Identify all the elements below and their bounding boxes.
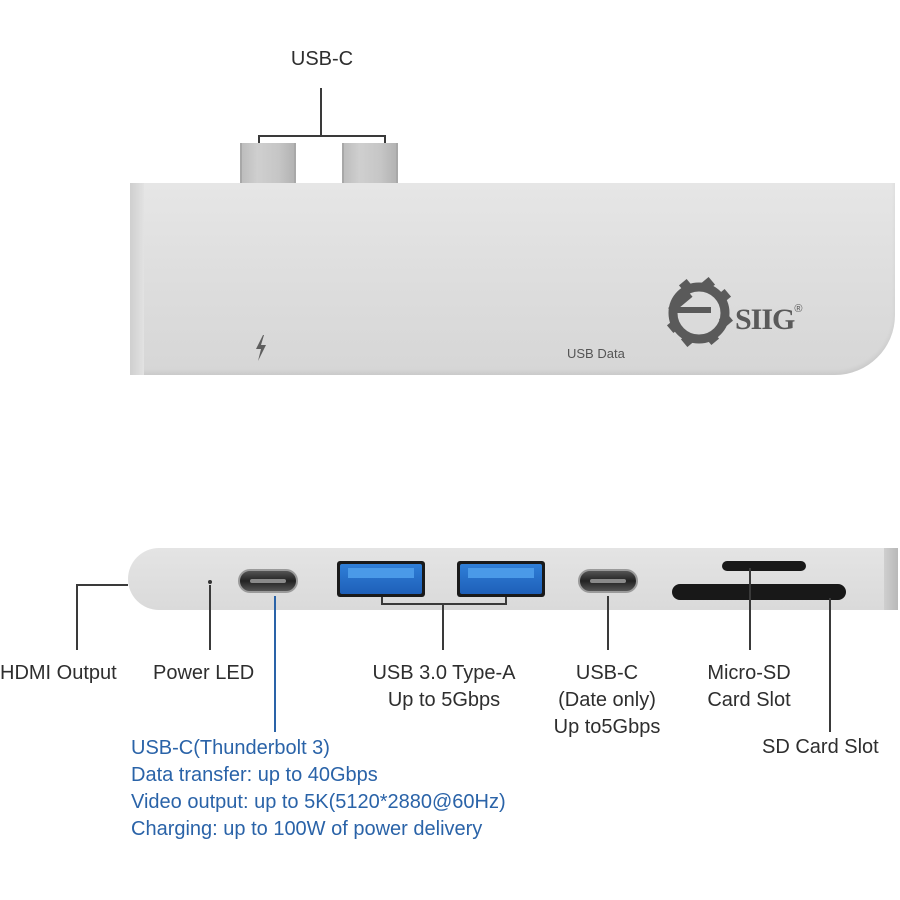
thunderbolt-charging: Charging: up to 100W of power delivery — [131, 818, 483, 840]
usb-a-label-line2: Up to 5Gbps — [387, 689, 501, 711]
hub-side-end-cap — [884, 548, 898, 610]
usb-a-callout-bracket — [381, 603, 507, 605]
usb-c-data-label-line3: Up to5Gbps — [553, 716, 661, 738]
top-callout-tick-right — [384, 135, 386, 143]
top-callout-tick-left — [258, 135, 260, 143]
registered-mark: ® — [794, 303, 803, 315]
usb-a-callout-stem — [442, 603, 444, 650]
thunderbolt-title: USB-C(Thunderbolt 3) — [131, 737, 330, 759]
usb-a-label-line1: USB 3.0 Type-A — [372, 662, 516, 684]
thunderbolt-description: USB-C(Thunderbolt 3) Data transfer: up t… — [131, 735, 506, 843]
top-usb-c-plug-1 — [240, 143, 296, 185]
top-usb-c-label: USB-C — [290, 48, 354, 70]
top-callout-bracket — [258, 135, 386, 137]
brand-name: SIIG — [735, 303, 795, 336]
thunderbolt-data-transfer: Data transfer: up to 40Gbps — [131, 764, 378, 786]
usb-data-label: USB Data — [567, 346, 625, 361]
power-led-indicator — [208, 580, 212, 584]
micro-sd-callout-line — [749, 568, 751, 650]
usb-a-label: USB 3.0 Type-A Up to 5Gbps — [330, 660, 558, 714]
thunderbolt-video-output: Video output: up to 5K(5120*2880@60Hz) — [131, 791, 506, 813]
top-callout-stem — [320, 88, 322, 136]
top-usb-c-plug-2 — [342, 143, 398, 185]
usb-a-port-2[interactable] — [457, 561, 545, 597]
thunderbolt-callout-line — [274, 596, 276, 732]
usb-c-data-callout-line — [607, 596, 609, 650]
power-led-label: Power LED — [153, 662, 255, 684]
usb-c-data-label-line2: (Date only) — [558, 689, 656, 711]
micro-sd-label: Micro-SD Card Slot — [690, 660, 808, 714]
lightning-bolt-icon — [256, 335, 266, 361]
usb-c-data-label-line1: USB-C — [575, 662, 639, 684]
sd-card-slot[interactable] — [672, 584, 846, 600]
hdmi-callout-horizontal — [76, 584, 128, 586]
sd-callout-line — [829, 598, 831, 732]
hdmi-output-label: HDMI Output — [0, 662, 117, 684]
micro-sd-label-line2: Card Slot — [707, 689, 791, 711]
usb-c-data-label: USB-C (Date only) Up to5Gbps — [537, 660, 677, 741]
hub-top-body: USB Data SIIG® — [130, 183, 895, 375]
brand-logo: SIIG® — [735, 303, 802, 337]
sd-card-slot-label: SD Card Slot — [762, 736, 879, 758]
power-led-callout-line — [209, 585, 211, 650]
hdmi-callout-vertical — [76, 584, 78, 650]
siig-gear-logo-icon — [666, 276, 733, 347]
thunderbolt-usb-c-port[interactable] — [238, 569, 298, 593]
usb-a-callout-tick-right — [505, 597, 507, 605]
micro-sd-slot[interactable] — [722, 561, 806, 571]
usb-a-port-1[interactable] — [337, 561, 425, 597]
micro-sd-label-line1: Micro-SD — [707, 662, 791, 684]
usb-a-callout-tick-left — [381, 597, 383, 605]
usb-c-data-port[interactable] — [578, 569, 638, 593]
